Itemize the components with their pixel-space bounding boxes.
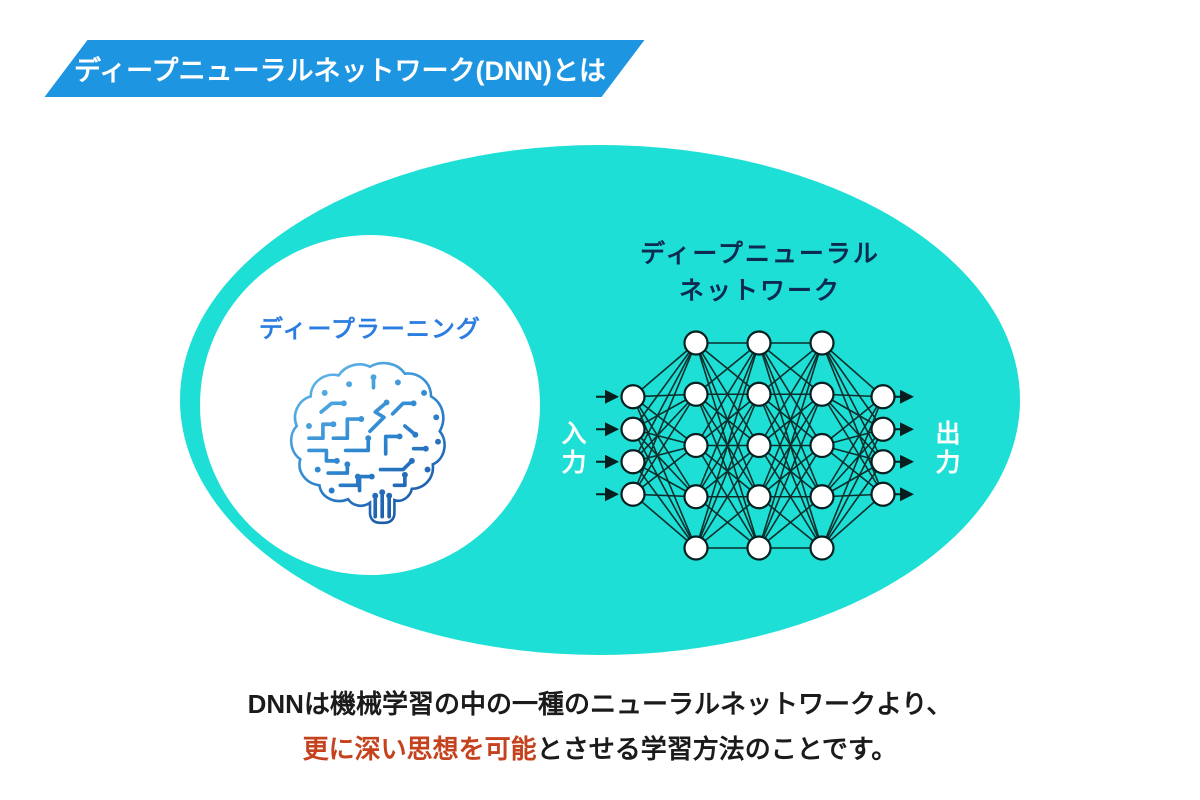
network-node [620,481,646,507]
network-edge [821,461,884,549]
caption-line1: DNNは機械学習の中の一種のニューラルネットワークより、 [247,689,953,719]
network-node [683,381,709,407]
banner-title: ディープニューラルネットワーク(DNN)とは [74,56,606,86]
network-edge [695,342,760,549]
network-node [746,484,772,510]
network-edge [758,342,823,498]
network-node [809,381,835,407]
network-edge [758,445,823,549]
network-node [683,330,709,356]
network-node [620,384,646,410]
network-edge [632,428,697,549]
network-edge [695,496,760,549]
network-node [870,481,896,507]
network-node [620,449,646,475]
network-node [809,535,835,561]
dnn-title-line2: ネットワーク [678,277,841,305]
network-edge [632,342,697,398]
network-edge [632,444,697,495]
brain-circuit-dots [306,374,441,499]
network-edge [695,342,760,498]
network-edge [632,396,697,498]
dnn-title: ディープニューラル ネットワーク [595,236,925,310]
network-edge [821,342,884,463]
network-edge [758,342,823,446]
network-edge [632,396,697,447]
network-edge [758,393,823,549]
network-edge [632,493,697,549]
network-edge [821,428,884,549]
input-label: 入力 [561,420,587,477]
network-node [683,535,709,561]
network-edge [821,493,884,549]
network-edge [632,393,697,463]
network-edge [632,342,697,463]
network-node [870,416,896,442]
network-edge [695,342,760,446]
network-node [870,384,896,410]
dnn-title-line1: ディープニューラル [640,240,880,268]
network-node [870,449,896,475]
network-node [620,416,646,442]
deep-learning-label: ディープラーニング [259,316,481,343]
network-edge [695,393,760,549]
caption-highlight: 更に深い思想を可能 [302,734,537,764]
network-node [683,484,709,510]
network-node [746,432,772,459]
caption-line2: 更に深い思想を可能とさせる学習方法のことです。 [0,729,1200,766]
network-edge [758,342,823,395]
caption-rest: とさせる学習方法のことです。 [536,734,898,764]
network-node [809,432,835,459]
network-edge [821,444,884,495]
network-edge [758,496,823,549]
network-edge [821,393,884,495]
network-edge [695,342,760,395]
network-edge [821,396,884,498]
network-node [809,484,835,510]
network-node [683,432,709,459]
network-edge [632,342,697,495]
network-edge [758,342,823,549]
network-node [746,381,772,407]
network-edge [632,393,697,495]
output-label: 出力 [935,420,961,477]
network-edge [821,396,884,447]
circuit-brain-icon [289,361,446,525]
network-edge [632,396,697,549]
network-edge [821,428,884,498]
network-edge [632,342,697,430]
network-node [809,330,835,356]
network-edge [695,445,760,549]
network-node [746,330,772,356]
neural-network-diagram [596,330,914,561]
network-node [746,535,772,561]
network-edge [821,342,884,398]
